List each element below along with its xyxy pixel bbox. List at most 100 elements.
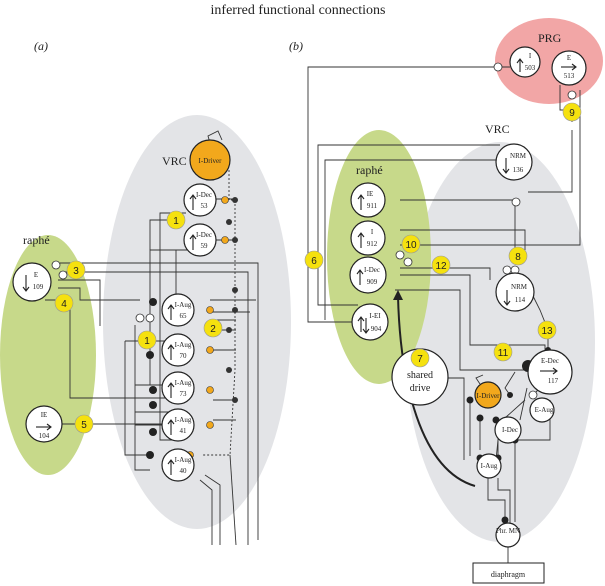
neuron-nrm-136: NRM 136: [495, 143, 533, 181]
svg-text:5: 5: [81, 420, 87, 431]
neuron-iaug-40: I-Aug 40: [161, 448, 195, 482]
badge-a-2: 2: [203, 318, 223, 338]
svg-text:NRM: NRM: [510, 152, 527, 160]
svg-text:I-Aug: I-Aug: [175, 301, 192, 309]
svg-text:shared: shared: [407, 370, 433, 381]
badge-a-1-bottom: 1: [137, 330, 157, 350]
svg-text:73: 73: [180, 390, 188, 398]
svg-text:Phr. MN: Phr. MN: [496, 527, 520, 535]
svg-text:40: 40: [180, 467, 188, 475]
svg-text:9: 9: [569, 108, 575, 119]
neuron-idec-909: I-Dec 909: [349, 256, 387, 294]
neuron-e-109: E 109: [12, 262, 52, 302]
neuron-iaug: I-Aug: [476, 453, 502, 479]
badge-b-13: 13: [537, 320, 557, 340]
badge-a-1-top: 1: [166, 210, 186, 230]
svg-text:117: 117: [548, 377, 559, 385]
badge-b-8: 8: [508, 246, 528, 266]
svg-text:65: 65: [180, 312, 188, 320]
svg-text:I-Dec: I-Dec: [364, 266, 380, 274]
svg-text:E-Aug: E-Aug: [535, 406, 554, 414]
svg-text:7: 7: [417, 354, 423, 365]
svg-text:11: 11: [498, 348, 509, 359]
svg-text:911: 911: [367, 202, 378, 210]
panel-a-label: (a): [34, 39, 48, 53]
neuron-iaug-70: I-Aug 70: [161, 333, 195, 367]
svg-text:I-Aug: I-Aug: [175, 416, 192, 424]
neuron-iaug-41: I-Aug 41: [161, 408, 195, 442]
svg-text:13: 13: [541, 326, 553, 337]
neuron-i-driver-b: I-Driver: [474, 374, 502, 409]
svg-text:53: 53: [201, 202, 209, 210]
svg-text:503: 503: [525, 64, 536, 72]
svg-text:I-EI: I-EI: [369, 312, 381, 320]
svg-text:513: 513: [564, 72, 575, 80]
panel-b-vrc-label: VRC: [485, 122, 510, 136]
svg-text:1: 1: [144, 336, 150, 347]
svg-text:I-Aug: I-Aug: [175, 456, 192, 464]
svg-text:1: 1: [173, 216, 179, 227]
svg-text:NRM: NRM: [511, 283, 528, 291]
neuron-iaug-65: I-Aug 65: [161, 293, 195, 327]
svg-text:136: 136: [513, 166, 524, 174]
neuron-i-503: I 503: [509, 46, 541, 78]
svg-text:59: 59: [201, 242, 209, 250]
svg-text:I-Driver: I-Driver: [199, 157, 223, 165]
svg-text:I: I: [371, 228, 374, 236]
panel-b-vrc-region: [405, 142, 595, 542]
panel-b-raphe-label: raphé: [356, 163, 383, 177]
neuron-eaug: E-Aug: [529, 397, 555, 423]
svg-text:I-Aug: I-Aug: [481, 462, 498, 470]
panel-a-vrc-region: [103, 115, 291, 529]
svg-text:E: E: [567, 54, 571, 62]
svg-text:4: 4: [61, 299, 67, 310]
neuron-nrm-114: NRM 114: [495, 272, 535, 312]
badge-a-4: 4: [54, 293, 74, 313]
neuron-i-driver: I-Driver: [189, 139, 231, 181]
svg-text:E-Dec: E-Dec: [541, 357, 559, 365]
svg-text:12: 12: [435, 261, 447, 272]
neuron-ie-911: IE 911: [350, 182, 386, 218]
svg-text:104: 104: [39, 432, 50, 440]
svg-text:2: 2: [210, 324, 216, 335]
badge-b-11: 11: [493, 342, 513, 362]
svg-text:I-Dec: I-Dec: [196, 191, 212, 199]
panel-b-label: (b): [289, 39, 303, 53]
neuron-phr-mn: Phr. MN: [495, 522, 521, 548]
panel-a-raphe-label: raphé: [23, 233, 50, 247]
figure-title: inferred functional connections: [211, 3, 386, 18]
svg-text:I-Driver: I-Driver: [477, 392, 501, 400]
svg-text:909: 909: [367, 278, 378, 286]
svg-text:109: 109: [33, 283, 44, 291]
panel-b-prg-label: PRG: [538, 31, 562, 45]
neuron-iei-904: I-EI 904: [351, 303, 389, 341]
badge-b-6: 6: [304, 250, 324, 270]
badge-a-5: 5: [74, 414, 94, 434]
svg-text:114: 114: [515, 296, 526, 304]
svg-text:E: E: [34, 271, 38, 279]
diaphragm-box: diaphragm: [472, 562, 545, 584]
svg-text:drive: drive: [410, 383, 431, 394]
neuron-e-513: E 513: [551, 50, 587, 86]
neuron-idec: I-Dec: [494, 416, 522, 444]
badge-b-10: 10: [401, 234, 421, 254]
svg-text:70: 70: [180, 352, 188, 360]
badge-b-9: 9: [562, 102, 582, 122]
svg-text:I: I: [529, 52, 532, 60]
svg-text:912: 912: [367, 240, 378, 248]
neuron-idec-53: I-Dec 53: [183, 183, 217, 217]
neuron-ie-104: IE 104: [25, 405, 63, 443]
badge-b-12: 12: [431, 255, 451, 275]
neuron-iaug-73: I-Aug 73: [161, 371, 195, 405]
neuron-i-912: I 912: [350, 220, 386, 256]
svg-text:I-Aug: I-Aug: [175, 341, 192, 349]
neuron-edec-117: E-Dec 117: [527, 349, 573, 395]
svg-text:10: 10: [405, 240, 417, 251]
shared-drive-node: 7 shared drive: [391, 348, 449, 406]
svg-text:diaphragm: diaphragm: [491, 570, 526, 579]
panel-a-vrc-label: VRC: [162, 154, 187, 168]
svg-text:904: 904: [371, 325, 382, 333]
badge-a-3: 3: [66, 260, 86, 280]
svg-text:I-Aug: I-Aug: [175, 379, 192, 387]
